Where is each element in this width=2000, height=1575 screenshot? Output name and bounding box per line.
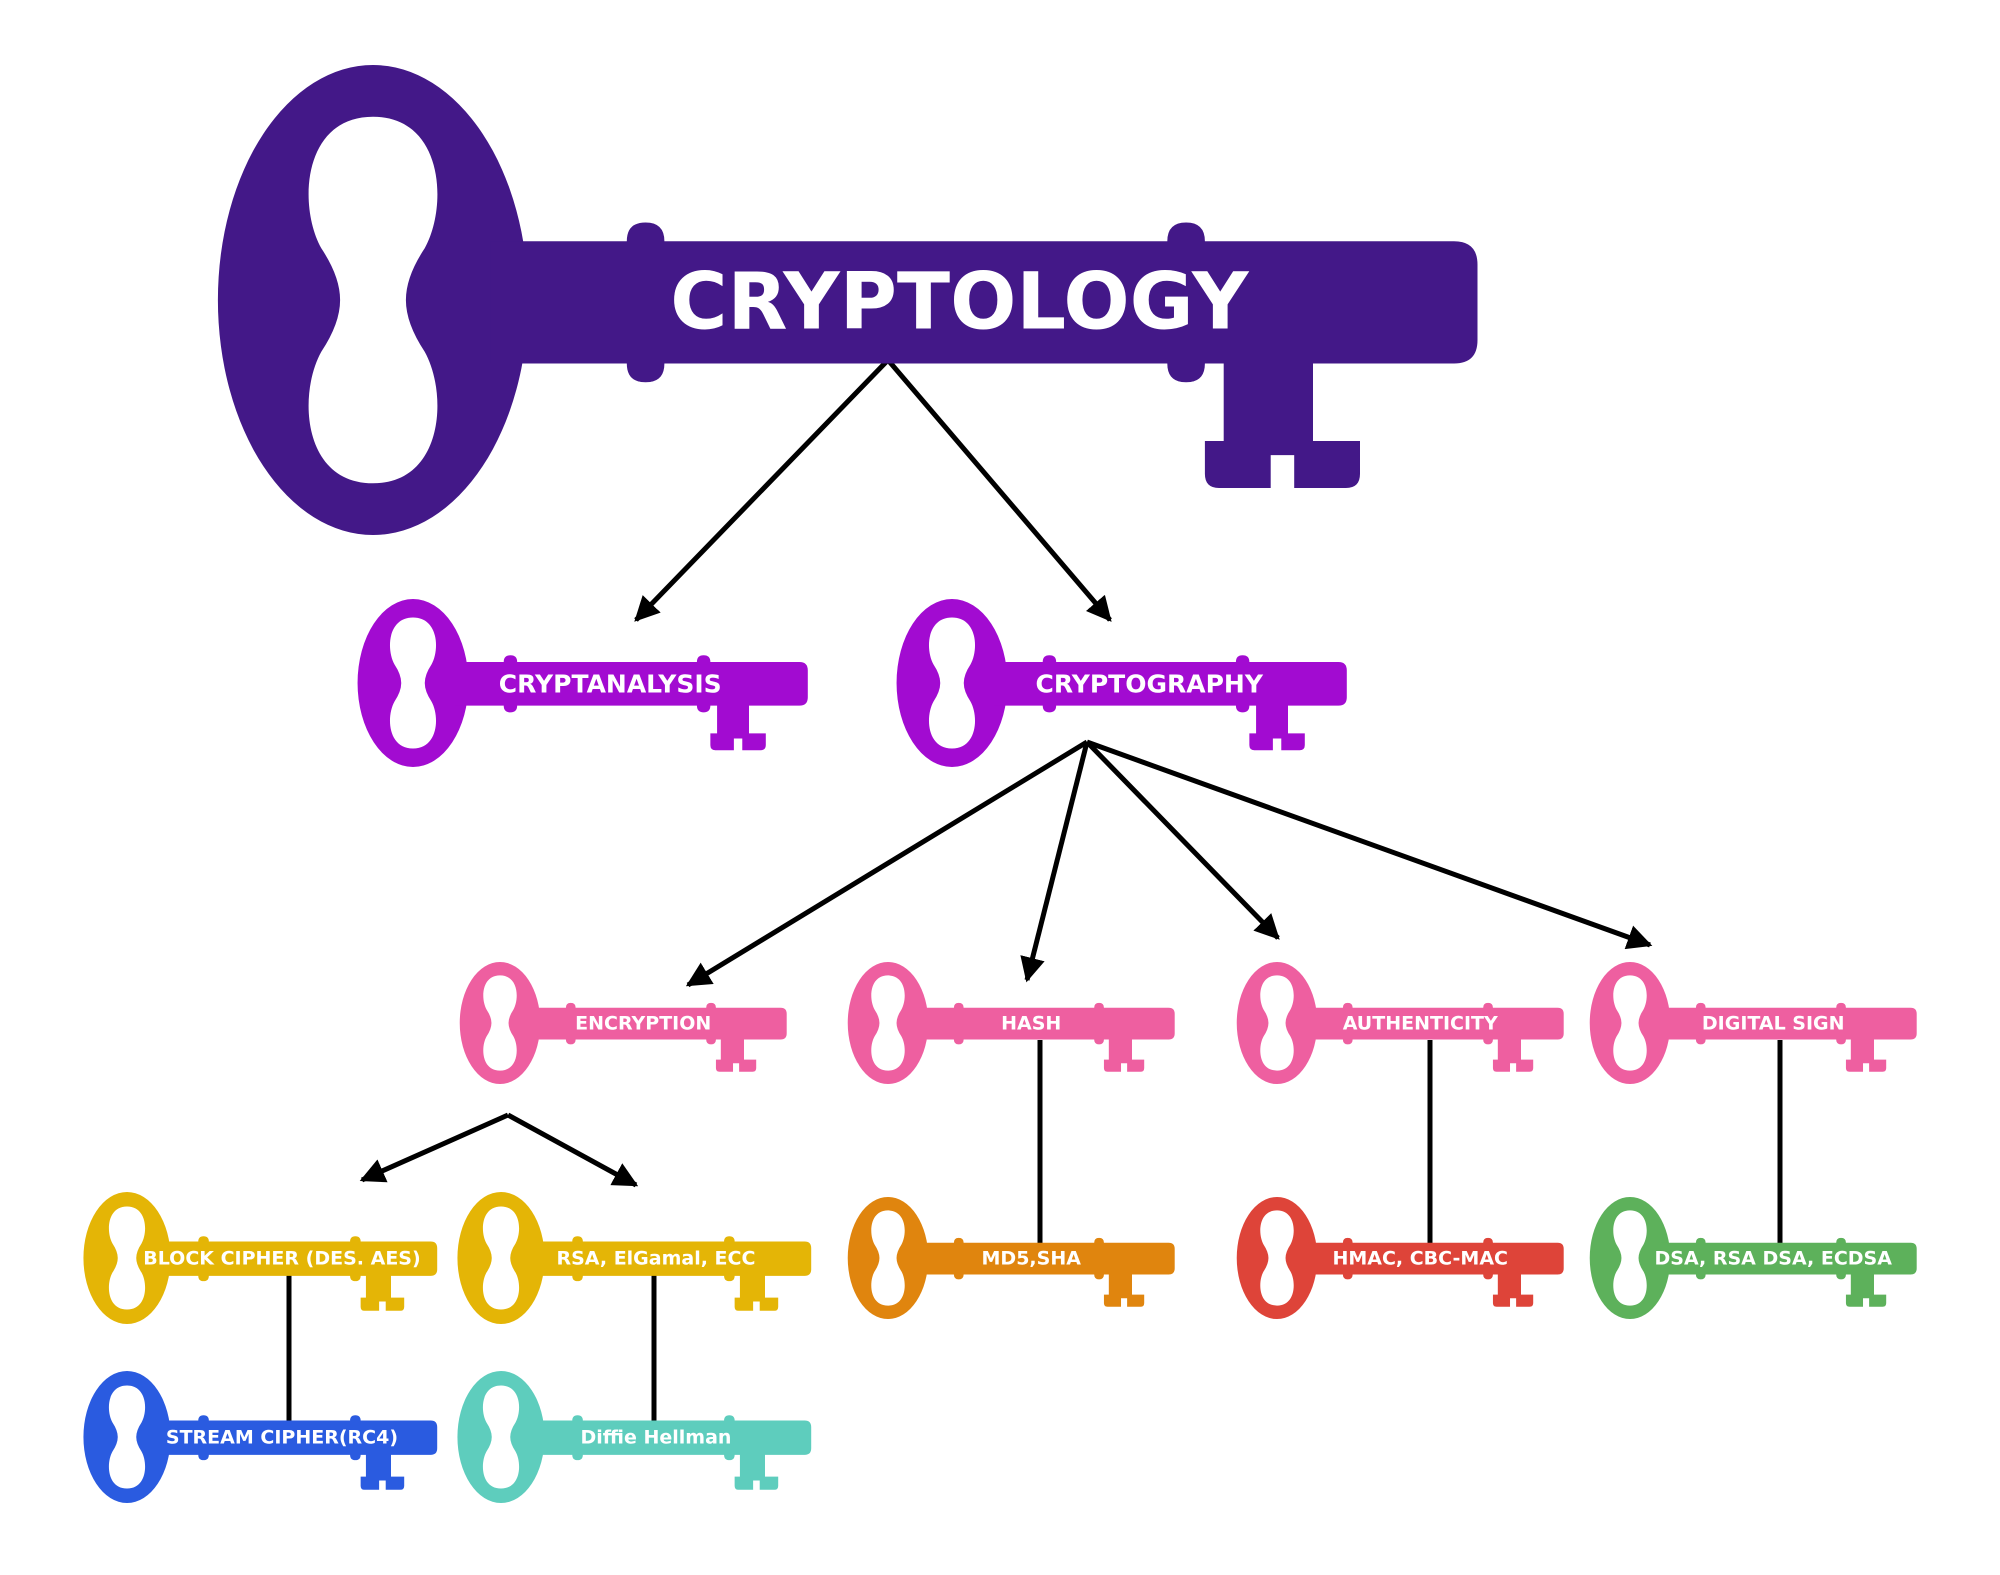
key-diffie-hellman — [457, 1371, 812, 1503]
key-bow-cryptology — [217, 65, 529, 536]
key-label-digital-sign: DIGITAL SIGN — [1702, 1013, 1845, 1035]
key-shaft-cryptology — [490, 222, 1478, 488]
key-shaft-cryptanalysis — [455, 655, 808, 751]
key-bow-cryptography — [896, 599, 1008, 767]
key-label-dsa: DSA, RSA DSA, ECDSA — [1655, 1248, 1893, 1270]
key-label-hmac: HMAC, CBC-MAC — [1332, 1248, 1508, 1270]
key-cryptanalysis — [357, 599, 808, 767]
key-block-cipher — [83, 1192, 438, 1324]
edges — [286, 358, 1783, 1437]
key-bow-rsa — [457, 1192, 545, 1324]
key-bow-stream-cipher — [83, 1371, 171, 1503]
key-bow-hash — [847, 962, 929, 1084]
key-bow-digital-sign — [1589, 962, 1671, 1084]
key-label-md5-sha: MD5,SHA — [982, 1248, 1082, 1270]
key-label-block-cipher: BLOCK CIPHER (DES. AES) — [143, 1248, 420, 1270]
edge-cryptology-to-cryptography — [886, 358, 1112, 622]
key-label-hash: HASH — [1001, 1013, 1061, 1035]
key-label-stream-cipher: STREAM CIPHER(RC4) — [166, 1427, 398, 1449]
key-md5-sha — [847, 1197, 1175, 1319]
key-shaft-dsa — [1660, 1237, 1917, 1307]
key-cryptography — [896, 599, 1347, 767]
edge-encryption-to-rsa — [506, 1112, 639, 1188]
key-shaft-rsa — [534, 1236, 812, 1311]
key-digital-sign — [1589, 962, 1917, 1084]
edge-cryptography-to-authenticity — [1085, 740, 1280, 940]
key-shaft-block-cipher — [160, 1236, 438, 1311]
edge-cryptology-to-cryptanalysis — [634, 358, 890, 622]
key-hmac — [1236, 1197, 1564, 1319]
key-hash — [847, 962, 1175, 1084]
key-label-diffie-hellman: Diffie Hellman — [580, 1427, 731, 1449]
key-shaft-hash — [918, 1002, 1175, 1072]
edge-cryptography-to-digital-sign — [1086, 739, 1653, 950]
edge-encryption-to-block-cipher — [359, 1112, 510, 1183]
key-label-rsa: RSA, ElGamal, ECC — [556, 1248, 755, 1270]
key-bow-hmac — [1236, 1197, 1318, 1319]
key-shaft-stream-cipher — [160, 1415, 438, 1490]
key-bow-dsa — [1589, 1197, 1671, 1319]
key-cryptology — [217, 65, 1478, 536]
key-shaft-hmac — [1307, 1237, 1564, 1307]
key-shaft-authenticity — [1307, 1002, 1564, 1072]
key-label-cryptography: CRYPTOGRAPHY — [1036, 669, 1264, 698]
key-stream-cipher — [83, 1371, 438, 1503]
edge-cryptography-to-hash — [1020, 741, 1090, 983]
key-bow-block-cipher — [83, 1192, 171, 1324]
key-label-authenticity: AUTHENTICITY — [1343, 1013, 1498, 1035]
key-rsa — [457, 1192, 812, 1324]
key-bow-cryptanalysis — [357, 599, 469, 767]
key-encryption — [459, 962, 787, 1084]
key-bow-encryption — [459, 962, 541, 1084]
key-shaft-md5-sha — [918, 1237, 1175, 1307]
key-shaft-diffie-hellman — [534, 1415, 812, 1490]
key-shaft-cryptography — [994, 655, 1347, 751]
key-label-cryptology: CRYPTOLOGY — [670, 257, 1250, 347]
key-bow-authenticity — [1236, 962, 1318, 1084]
edge-cryptography-to-encryption — [685, 739, 1089, 988]
key-label-cryptanalysis: CRYPTANALYSIS — [499, 669, 722, 698]
key-shaft-digital-sign — [1660, 1002, 1917, 1072]
key-authenticity — [1236, 962, 1564, 1084]
key-shaft-encryption — [530, 1002, 787, 1072]
key-bow-md5-sha — [847, 1197, 929, 1319]
keys: CRYPTOLOGY CRYPTANALYSIS CRYPTOGRAPHY ENCRY… — [83, 65, 1917, 1503]
key-dsa — [1589, 1197, 1917, 1319]
key-bow-diffie-hellman — [457, 1371, 545, 1503]
key-label-encryption: ENCRYPTION — [575, 1013, 711, 1035]
